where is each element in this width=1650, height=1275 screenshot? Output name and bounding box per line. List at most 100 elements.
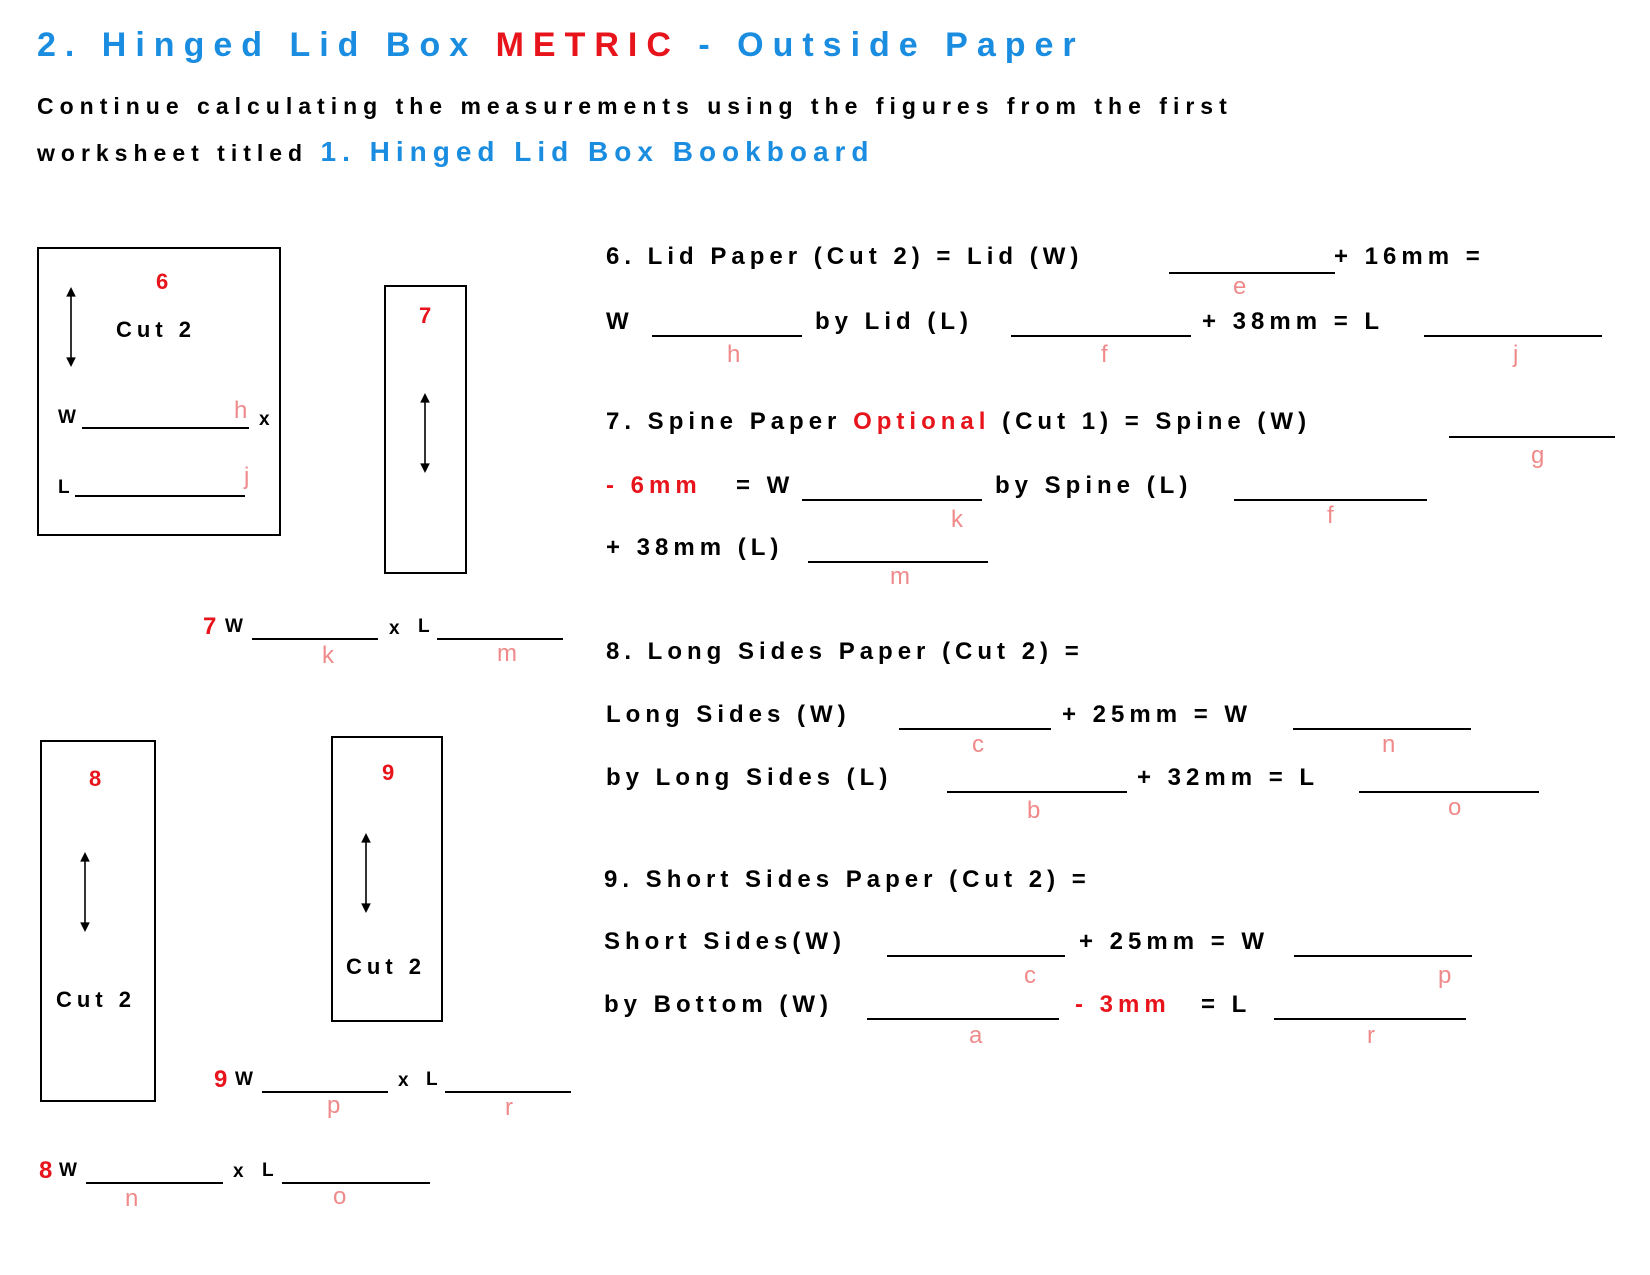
- diagram-6-box: 6 Cut 2 W h x L j: [37, 247, 281, 536]
- q7-by-spine: by Spine (L): [995, 472, 1193, 499]
- q7-w-field[interactable]: [802, 499, 982, 501]
- q9-r-letter: r: [1367, 1022, 1375, 1049]
- q9-minus3: - 3mm: [1075, 991, 1171, 1018]
- diagram-9-box: 9 Cut 2: [331, 736, 443, 1022]
- q9-plus25: + 25mm = W: [1079, 928, 1270, 955]
- q8-title: 8. Long Sides Paper (Cut 2) =: [606, 638, 1084, 665]
- q6-f-letter: f: [1101, 341, 1108, 368]
- diagram-6-x: x: [259, 409, 270, 430]
- diagram-9-cut: Cut 2: [346, 954, 426, 979]
- title-part2: - Outside Paper: [698, 26, 1085, 64]
- q7-plus38: + 38mm (L): [606, 534, 784, 561]
- q9-title: 9. Short Sides Paper (Cut 2) =: [604, 866, 1091, 893]
- diagram-9-w-field[interactable]: [262, 1091, 388, 1093]
- diagram-6-l-field[interactable]: [75, 495, 245, 497]
- diagram-8-w-label: W: [59, 1160, 77, 1181]
- q9-eq-l: = L: [1201, 991, 1252, 1018]
- diagram-8-x: x: [233, 1161, 244, 1182]
- q6-plus16: + 16mm =: [1334, 243, 1485, 270]
- q8-by-long: by Long Sides (L): [606, 764, 893, 791]
- q8-c-letter: c: [972, 731, 984, 758]
- q8-w-field[interactable]: [1293, 728, 1471, 730]
- q8-plus32: + 32mm = L: [1137, 764, 1320, 791]
- diagram-6-w-label: W: [58, 407, 76, 428]
- q7-f-letter: f: [1327, 502, 1334, 529]
- q7-m-letter: m: [890, 563, 910, 590]
- q9-l-field[interactable]: [1274, 1018, 1466, 1020]
- q6-by-lid: by Lid (L): [815, 308, 973, 335]
- diagram-6-w-letter: h: [234, 397, 248, 424]
- q7-line1: 7. Spine Paper Optional (Cut 1) = Spine …: [606, 408, 1311, 436]
- diagram-7-l-letter: m: [497, 640, 517, 667]
- q9-short-w-field[interactable]: [887, 955, 1065, 957]
- diagram-7-w-label: W: [225, 616, 243, 637]
- diagram-7-box: 7: [384, 285, 467, 574]
- diagram-7-l-label: L: [418, 616, 430, 637]
- diagram-9-w-letter: p: [327, 1092, 341, 1119]
- q9-short-w: Short Sides(W): [604, 928, 846, 955]
- q8-l-field[interactable]: [1359, 791, 1539, 793]
- q6-h-letter: h: [727, 341, 741, 368]
- q9-c-letter: c: [1024, 962, 1036, 989]
- diagram-7-l-field[interactable]: [437, 638, 563, 640]
- diagram-8-l-field[interactable]: [282, 1182, 430, 1184]
- diagram-9-l-label: L: [426, 1069, 438, 1090]
- diagram-6-l-label: L: [58, 477, 70, 498]
- q6-lid-w-field[interactable]: [1169, 272, 1335, 274]
- diagram-8-cut: Cut 2: [56, 987, 136, 1012]
- title-part1: 2. Hinged Lid Box: [37, 26, 478, 64]
- q7-rest: (Cut 1) = Spine (W): [1002, 408, 1312, 435]
- q8-long-w-field[interactable]: [899, 728, 1051, 730]
- diagram-7-w-field[interactable]: [252, 638, 378, 640]
- double-arrow-icon: [65, 286, 77, 368]
- q8-o-letter: o: [1448, 794, 1462, 821]
- q6-w-field[interactable]: [652, 335, 802, 337]
- double-arrow-icon: [419, 393, 431, 473]
- q7-k-letter: k: [951, 506, 963, 533]
- diagram-7-number: 7: [419, 303, 432, 328]
- q9-by-bottom: by Bottom (W): [604, 991, 833, 1018]
- diagram-7-label-number: 7: [203, 613, 217, 640]
- q7-eq-w: = W: [736, 472, 795, 499]
- diagram-8-l-letter: o: [333, 1183, 347, 1210]
- q7-optional: Optional: [853, 408, 991, 435]
- q6-j-letter: j: [1513, 341, 1519, 368]
- q6-line1: 6. Lid Paper (Cut 2) = Lid (W): [606, 243, 1084, 270]
- q6-plus38: + 38mm = L: [1202, 308, 1385, 335]
- q6-l-field[interactable]: [1424, 335, 1602, 337]
- diagram-8-number: 8: [89, 766, 102, 791]
- q8-long-w: Long Sides (W): [606, 701, 851, 728]
- q7-spine-l-field[interactable]: [1234, 499, 1427, 501]
- q9-w-field[interactable]: [1294, 955, 1472, 957]
- diagram-6-w-field[interactable]: [82, 427, 249, 429]
- double-arrow-icon: [79, 850, 91, 934]
- q7-spine-w-field[interactable]: [1449, 436, 1615, 438]
- q8-long-l-field[interactable]: [947, 791, 1127, 793]
- q6-lid-l-field[interactable]: [1011, 335, 1191, 337]
- intro-prefix: worksheet titled: [37, 140, 309, 166]
- intro-line2: worksheet titled 1. Hinged Lid Box Bookb…: [37, 136, 875, 168]
- q8-b-letter: b: [1027, 797, 1041, 824]
- q7-g-letter: g: [1531, 442, 1545, 469]
- diagram-7-x: x: [389, 618, 400, 639]
- q9-p-letter: p: [1438, 962, 1452, 989]
- diagram-8-label-number: 8: [39, 1157, 53, 1184]
- diagram-9-l-field[interactable]: [445, 1091, 571, 1093]
- diagram-9-label-number: 9: [214, 1066, 228, 1093]
- q7-l-field[interactable]: [808, 561, 988, 563]
- q9-a-letter: a: [969, 1022, 983, 1049]
- diagram-9-number: 9: [382, 760, 395, 785]
- q9-bottom-w-field[interactable]: [867, 1018, 1059, 1020]
- diagram-7-w-letter: k: [322, 642, 334, 669]
- q6-w: W: [606, 308, 634, 335]
- diagram-8-w-field[interactable]: [86, 1182, 223, 1184]
- diagram-9-w-label: W: [235, 1069, 253, 1090]
- diagram-6-cut: Cut 2: [116, 317, 196, 342]
- page-title: 2. Hinged Lid Box METRIC - Outside Paper: [37, 26, 1085, 65]
- diagram-9-x: x: [398, 1070, 409, 1091]
- diagram-6-l-letter: j: [244, 463, 250, 490]
- double-arrow-icon: [360, 831, 372, 915]
- intro-worksheet-ref: 1. Hinged Lid Box Bookboard: [320, 136, 875, 167]
- q7-minus6: - 6mm: [606, 472, 702, 499]
- q8-plus25: + 25mm = W: [1062, 701, 1253, 728]
